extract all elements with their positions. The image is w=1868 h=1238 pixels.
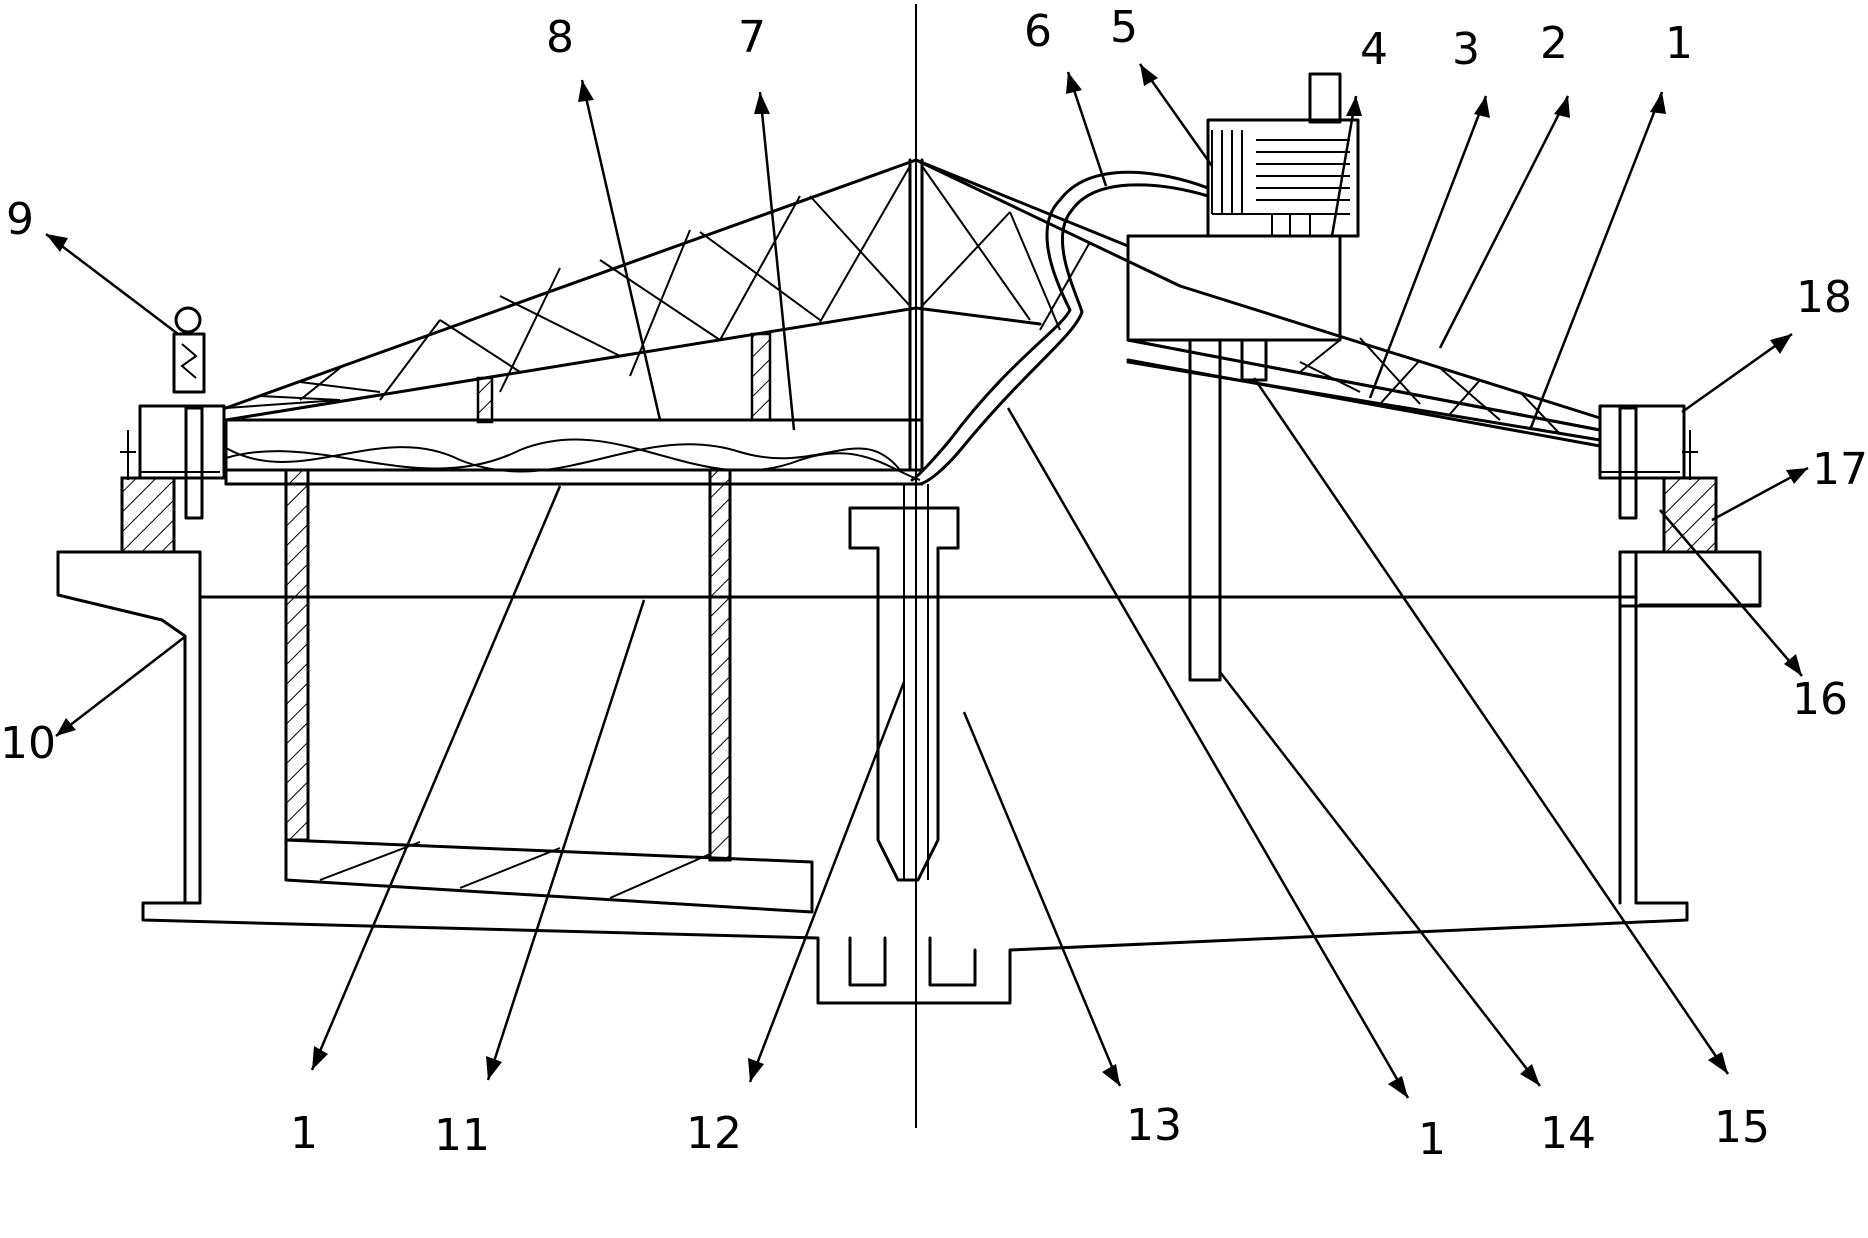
label-8: 8 [546,12,574,63]
label-14: 14 [1540,1108,1596,1159]
part-labels: 1 2 3 4 5 6 7 8 9 10 18 17 16 1 11 12 13… [0,2,1868,1165]
bridge-right [1126,338,1602,448]
label-4: 4 [1360,24,1388,75]
central-sump [848,936,977,987]
inlet-chamber [284,468,814,914]
label-15: 15 [1714,1102,1770,1153]
tank-body [56,550,1762,1005]
truss-structure [224,158,1602,472]
label-10: 10 [0,718,56,769]
label-1-bottom-right: 1 [1418,1114,1446,1165]
label-13: 13 [1126,1100,1182,1151]
label-5: 5 [1110,2,1138,53]
label-6: 6 [1024,6,1052,57]
label-16: 16 [1792,674,1848,725]
label-1-top: 1 [1665,18,1693,69]
leader-arrows [45,63,1809,1099]
label-9: 9 [6,194,34,245]
label-1-bottom-left: 1 [290,1108,318,1159]
label-12: 12 [686,1108,742,1159]
label-18: 18 [1796,272,1852,323]
label-2: 2 [1540,18,1568,69]
label-3: 3 [1452,24,1480,75]
label-17: 17 [1812,444,1868,495]
label-7: 7 [738,12,766,63]
left-carriage [120,306,226,554]
power-cable [910,170,1210,486]
drive-unit [1126,72,1360,682]
right-carriage [1598,404,1718,554]
label-11: 11 [434,1110,490,1161]
bridge-deck-left [224,418,924,486]
